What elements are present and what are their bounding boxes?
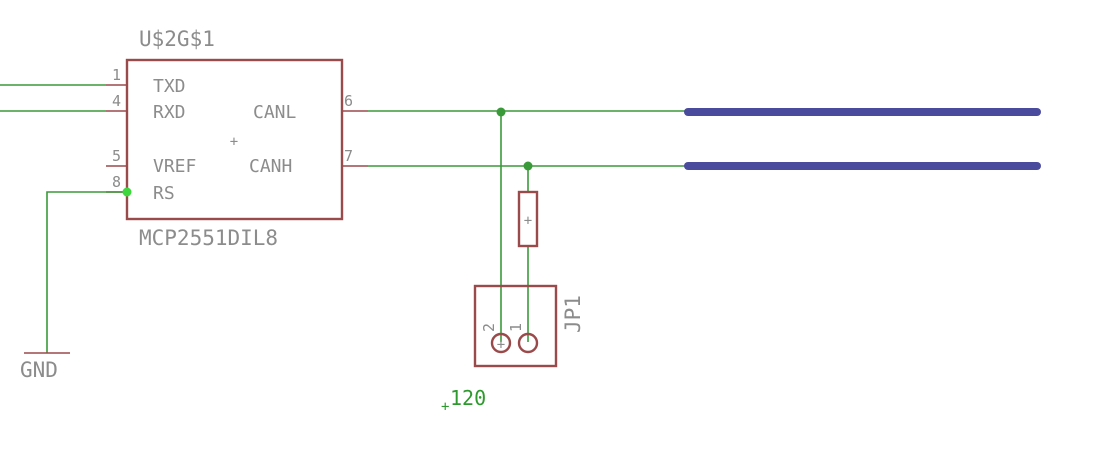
jumper-pad-1[interactable] bbox=[517, 332, 539, 354]
resistor-origin-mark: + bbox=[524, 213, 532, 229]
chip-name: U$2G$1 bbox=[139, 27, 215, 51]
pin-label-rs: RS bbox=[153, 183, 175, 204]
wire-rs-gnd bbox=[46, 191, 127, 353]
pin-number-canh: 7 bbox=[344, 147, 353, 165]
pin-number-rs: 8 bbox=[112, 173, 121, 191]
value-origin-mark: + bbox=[441, 399, 449, 415]
termination-resistor[interactable] bbox=[517, 190, 539, 248]
pin-label-txd: TXD bbox=[153, 76, 186, 97]
pin-number-vref: 5 bbox=[112, 147, 121, 165]
chip-value: MCP2551DIL8 bbox=[139, 226, 278, 250]
pin-label-vref: VREF bbox=[153, 156, 196, 177]
jumper-pad-2[interactable] bbox=[490, 332, 512, 354]
chip-body[interactable] bbox=[125, 58, 344, 221]
jumper-jp1[interactable] bbox=[473, 284, 558, 368]
pin-number-rxd: 4 bbox=[112, 92, 121, 110]
pin-number-canl: 6 bbox=[344, 92, 353, 110]
pin-label-canl: CANL bbox=[253, 102, 297, 123]
jumper-pin-2-label: 2 bbox=[480, 323, 498, 332]
pin-connection-dot bbox=[122, 187, 132, 197]
pin-label-canh: CANH bbox=[249, 156, 292, 177]
pin-number-txd: 1 bbox=[112, 66, 121, 84]
jumper-name: JP1 bbox=[561, 295, 585, 333]
jumper-pin-1-label: 1 bbox=[507, 323, 525, 332]
ground-label: GND bbox=[20, 358, 58, 382]
resistor-value: 120 bbox=[450, 386, 486, 410]
jumper-origin-mark: + bbox=[497, 337, 505, 353]
pin-label-rxd: RXD bbox=[153, 102, 186, 123]
chip-origin-mark: + bbox=[230, 134, 238, 150]
